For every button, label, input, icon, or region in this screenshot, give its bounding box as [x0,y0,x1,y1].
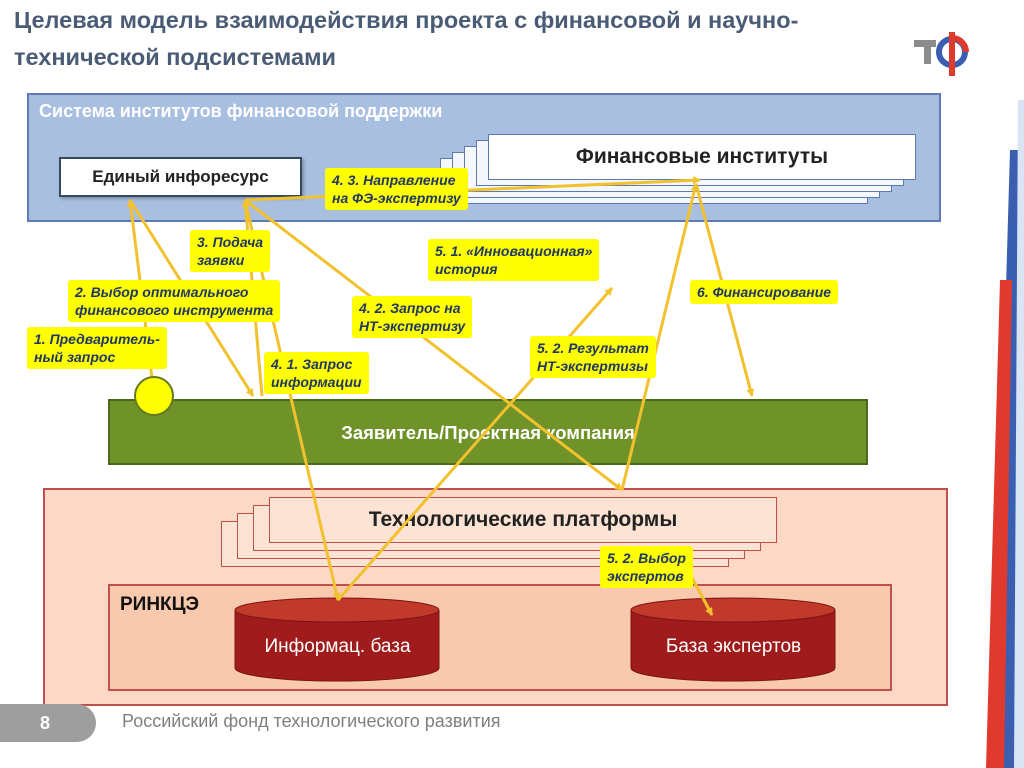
slide-title: Целевая модель взаимодействия проекта с … [14,7,799,70]
financial-institutes: Финансовые институты [488,134,916,180]
start-point [134,376,174,416]
callout-choose-experts: 5. 2. Выбор экспертов [600,546,693,588]
unified-info-resource: Единый инфоресурс [59,157,302,197]
page-number: 8 [0,704,96,742]
callout-instrument-choice: 2. Выбор оптимального финансового инстру… [68,280,281,322]
callout-innovation-history: 5. 1. «Инновационная» история [428,239,600,281]
arrow-nt-expertise-request [244,198,623,492]
tech-platforms: Технологические платформы [269,497,777,543]
callout-info-request: 4. 1. Запрос информации [264,352,369,394]
arrow-fe-expertise [244,176,701,202]
info-database-label: Информац. база [264,636,411,657]
arrow-choose-experts [688,573,714,616]
financial-support-system-title: Система институтов финансовой поддержки [39,101,443,121]
experts-database-label: База экспертов [665,636,802,657]
arrow-nt-expertise-result [620,183,699,491]
applicant-project-company: Заявитель/Проектная компания [108,399,868,465]
rinkce-label: РИНКЦЭ [120,594,200,615]
callout-application: 3. Подача заявки [190,230,271,272]
footer-organization: Российский фонд технологического развити… [122,711,501,731]
rftr-logo [914,32,969,76]
experts-database-cylinder [630,597,836,682]
callout-nt-expertise-result: 5. 2. Результат НТ-экспертизы [530,336,656,378]
callout-financing: 6. Финансирование [690,280,839,304]
callout-preliminary-request: 1. Предваритель- ный запрос [27,327,167,369]
callout-fe-expertise: 4. 3. Направление на ФЭ-экспертизу [325,168,468,210]
info-database-cylinder [234,597,440,682]
callout-nt-expertise-request: 4. 2. Запрос на НТ-экспертизу [352,296,473,338]
